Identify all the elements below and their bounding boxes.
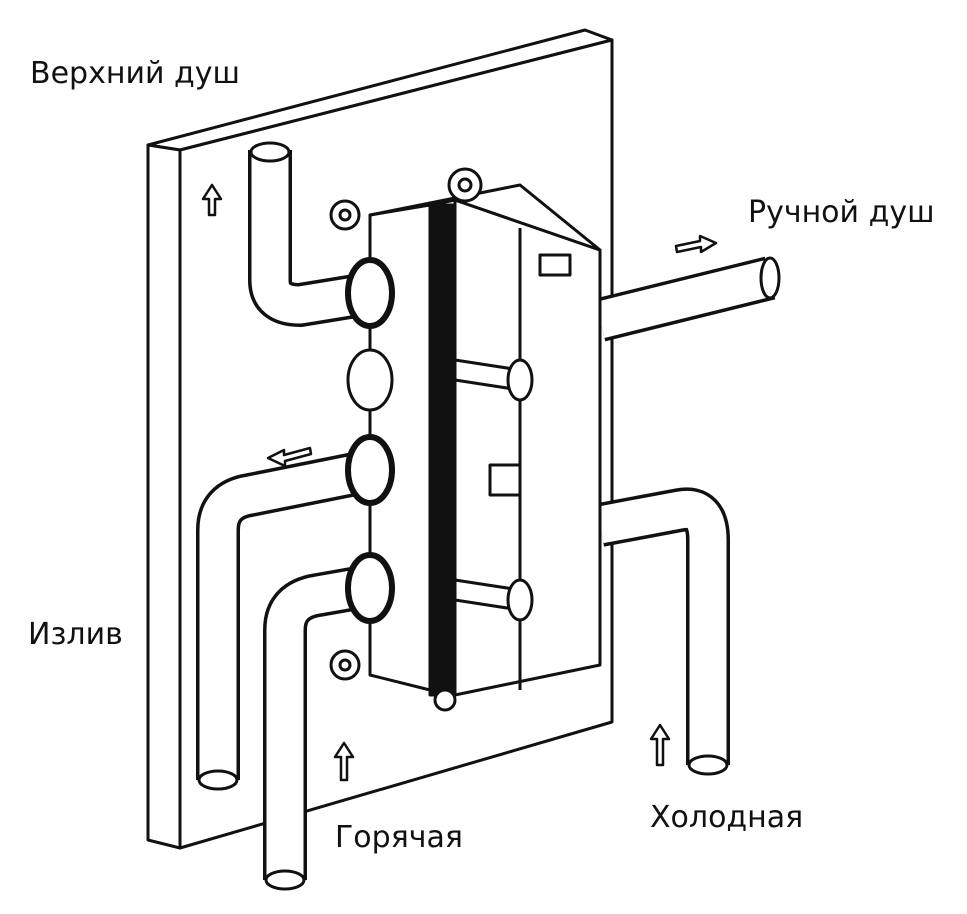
- pipe-hot: [263, 563, 379, 891]
- arrow-left-icon: [266, 446, 313, 468]
- pipe-hand-shower: [594, 256, 781, 342]
- pipe-spout: [196, 448, 380, 791]
- label-hot-water: Горячая: [335, 820, 463, 855]
- arrow-right-icon: [674, 234, 718, 254]
- arrow-up-icon: [201, 183, 223, 217]
- arrow-up-icon: [649, 723, 671, 767]
- pipe-cold: [595, 487, 730, 776]
- flow-arrows: [201, 183, 718, 782]
- label-spout: Излив: [28, 617, 123, 652]
- label-cold-water: Холодная: [650, 800, 804, 835]
- arrow-up-icon: [333, 741, 355, 782]
- pipe-top-shower: [248, 141, 384, 327]
- label-top-shower: Верхний душ: [30, 56, 240, 91]
- label-hand-shower: Ручной душ: [748, 195, 935, 230]
- valve-body: [329, 167, 602, 712]
